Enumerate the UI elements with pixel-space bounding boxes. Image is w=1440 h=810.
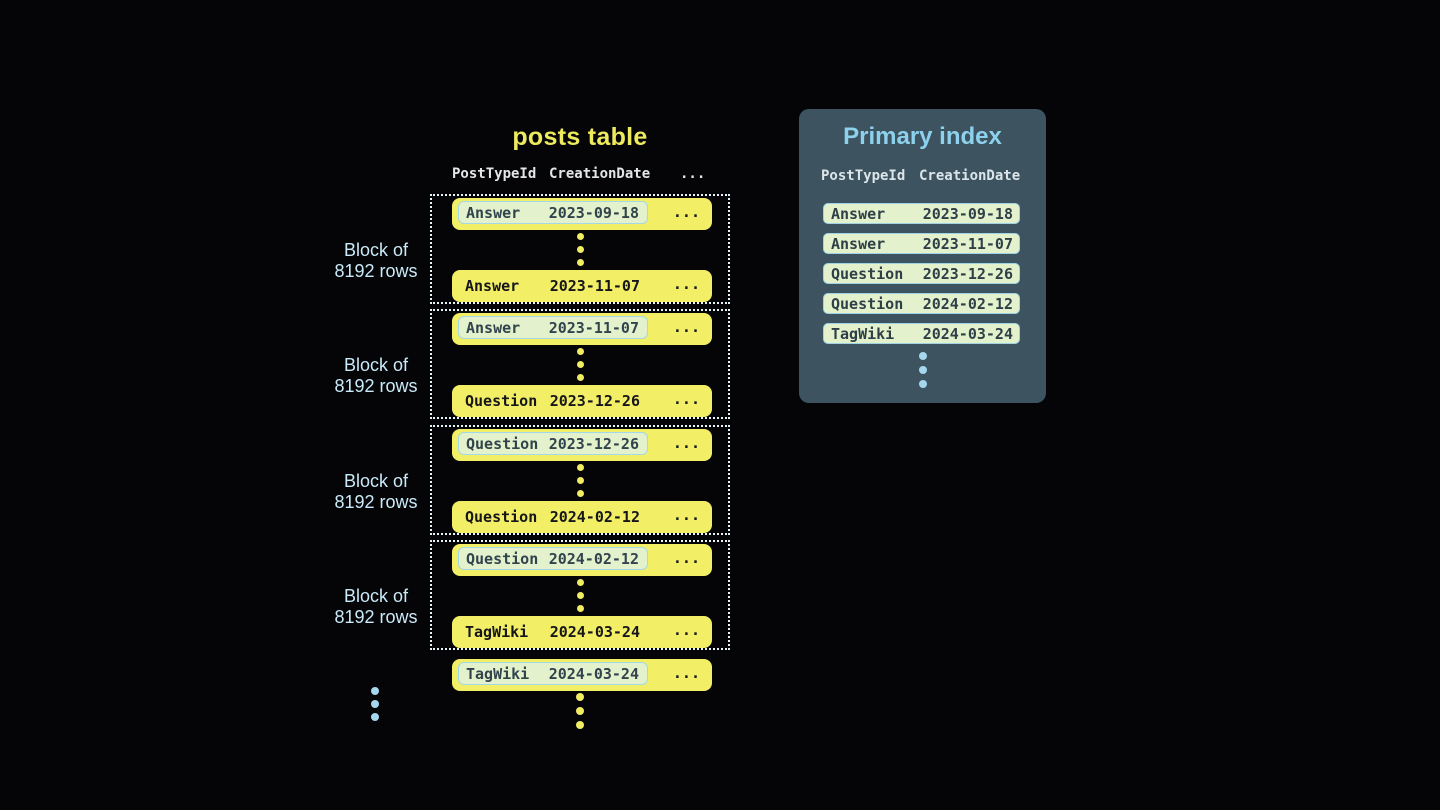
post-type-cell: Question <box>831 264 904 283</box>
row-more-columns: ... <box>672 434 700 453</box>
block-size-label-3: Block of 8192 rows <box>306 471 446 513</box>
posts-row-first: Answer 2023-11-07 ... <box>452 313 712 345</box>
block-size-label-1: Block of 8192 rows <box>306 240 446 282</box>
more-index-entries-ellipsis-icon <box>799 352 1046 388</box>
posts-row-last: Answer 2023-11-07 ... <box>452 270 712 302</box>
creation-date-cell: 2024-03-24 <box>548 664 639 683</box>
index-header-creationdate: CreationDate <box>919 168 1021 184</box>
index-entry: Question 2023-12-26 <box>823 263 1020 284</box>
block-label-line2: 8192 rows <box>334 376 418 396</box>
row-values: TagWiki 2024-03-24 <box>458 616 648 648</box>
posts-row-next-block-first: TagWiki 2024-03-24 ... <box>452 659 712 691</box>
indexed-row-highlight: Question 2024-02-12 <box>458 547 648 570</box>
post-type-cell: Question <box>465 392 538 410</box>
posts-row-last: TagWiki 2024-03-24 ... <box>452 616 712 648</box>
block-label-line1: Block of <box>343 355 409 375</box>
block-label-line1: Block of <box>343 471 409 491</box>
post-type-cell: Question <box>466 434 539 453</box>
row-more-columns: ... <box>672 275 700 294</box>
creation-date-cell: 2023-12-26 <box>549 392 640 410</box>
vertical-ellipsis-icon <box>432 579 728 612</box>
creation-date-cell: 2024-03-24 <box>549 623 640 641</box>
index-header-posttypeid: PostTypeId <box>821 168 906 184</box>
block-label-line1: Block of <box>343 586 409 606</box>
posts-header-more-columns: ... <box>680 166 706 182</box>
creation-date-cell: 2023-12-26 <box>922 264 1013 283</box>
primary-index-title: Primary index <box>843 123 1002 150</box>
row-values: Question 2023-12-26 <box>458 385 648 417</box>
posts-block-4: Question 2024-02-12 ... TagWiki 2024-03-… <box>430 540 730 650</box>
block-size-label-4: Block of 8192 rows <box>306 586 446 628</box>
posts-block-3: Question 2023-12-26 ... Question 2024-02… <box>430 425 730 535</box>
vertical-ellipsis-icon <box>432 233 728 266</box>
index-entry: Question 2024-02-12 <box>823 293 1020 314</box>
post-type-cell: Question <box>831 294 904 313</box>
creation-date-cell: 2023-11-07 <box>548 318 639 337</box>
posts-header-posttypeid: PostTypeId <box>452 166 537 182</box>
posts-block-2: Answer 2023-11-07 ... Question 2023-12-2… <box>430 309 730 419</box>
creation-date-cell: 2024-02-12 <box>548 549 639 568</box>
vertical-ellipsis-icon <box>432 464 728 497</box>
index-entry: Answer 2023-09-18 <box>823 203 1020 224</box>
block-label-line2: 8192 rows <box>334 607 418 627</box>
row-values: Answer 2023-11-07 <box>458 270 648 302</box>
posts-table-title: posts table <box>512 123 648 151</box>
vertical-ellipsis-icon <box>432 348 728 381</box>
primary-index-panel: Primary index PostTypeId CreationDate An… <box>799 109 1046 403</box>
indexed-row-highlight: TagWiki 2024-03-24 <box>458 662 648 685</box>
posts-row-first: Question 2024-02-12 ... <box>452 544 712 576</box>
post-type-cell: TagWiki <box>831 324 895 343</box>
posts-header-creationdate: CreationDate <box>549 166 651 182</box>
row-more-columns: ... <box>672 318 700 337</box>
posts-block-1: Answer 2023-09-18 ... Answer 2023-11-07 … <box>430 194 730 304</box>
more-rows-ellipsis-icon <box>430 693 730 729</box>
post-type-cell: Question <box>466 549 539 568</box>
index-entry: TagWiki 2024-03-24 <box>823 323 1020 344</box>
post-type-cell: TagWiki <box>465 623 529 641</box>
indexed-row-highlight: Answer 2023-09-18 <box>458 201 648 224</box>
creation-date-cell: 2023-09-18 <box>548 203 639 222</box>
creation-date-cell: 2023-11-07 <box>549 277 640 295</box>
creation-date-cell: 2024-02-12 <box>549 508 640 526</box>
row-more-columns: ... <box>672 664 700 683</box>
row-more-columns: ... <box>672 390 700 409</box>
post-type-cell: Question <box>465 508 538 526</box>
index-entry: Answer 2023-11-07 <box>823 233 1020 254</box>
posts-row-first: Answer 2023-09-18 ... <box>452 198 712 230</box>
post-type-cell: Answer <box>831 204 886 223</box>
post-type-cell: Answer <box>831 234 886 253</box>
row-more-columns: ... <box>672 203 700 222</box>
creation-date-cell: 2023-11-07 <box>922 234 1013 253</box>
row-more-columns: ... <box>672 621 700 640</box>
post-type-cell: Answer <box>466 203 521 222</box>
row-more-columns: ... <box>672 549 700 568</box>
posts-row-last: Question 2023-12-26 ... <box>452 385 712 417</box>
row-values: Question 2024-02-12 <box>458 501 648 533</box>
post-type-cell: Answer <box>465 277 520 295</box>
creation-date-cell: 2023-09-18 <box>922 204 1013 223</box>
block-label-line2: 8192 rows <box>334 261 418 281</box>
creation-date-cell: 2024-03-24 <box>922 324 1013 343</box>
posts-row-first: Question 2023-12-26 ... <box>452 429 712 461</box>
post-type-cell: TagWiki <box>466 664 530 683</box>
creation-date-cell: 2023-12-26 <box>548 434 639 453</box>
post-type-cell: Answer <box>466 318 521 337</box>
row-more-columns: ... <box>672 506 700 525</box>
indexed-row-highlight: Answer 2023-11-07 <box>458 316 648 339</box>
block-size-label-2: Block of 8192 rows <box>306 355 446 397</box>
block-label-line2: 8192 rows <box>334 492 418 512</box>
indexed-row-highlight: Question 2023-12-26 <box>458 432 648 455</box>
block-label-line1: Block of <box>343 240 409 260</box>
creation-date-cell: 2024-02-12 <box>922 294 1013 313</box>
more-blocks-ellipsis-icon <box>371 687 379 721</box>
posts-row-last: Question 2024-02-12 ... <box>452 501 712 533</box>
